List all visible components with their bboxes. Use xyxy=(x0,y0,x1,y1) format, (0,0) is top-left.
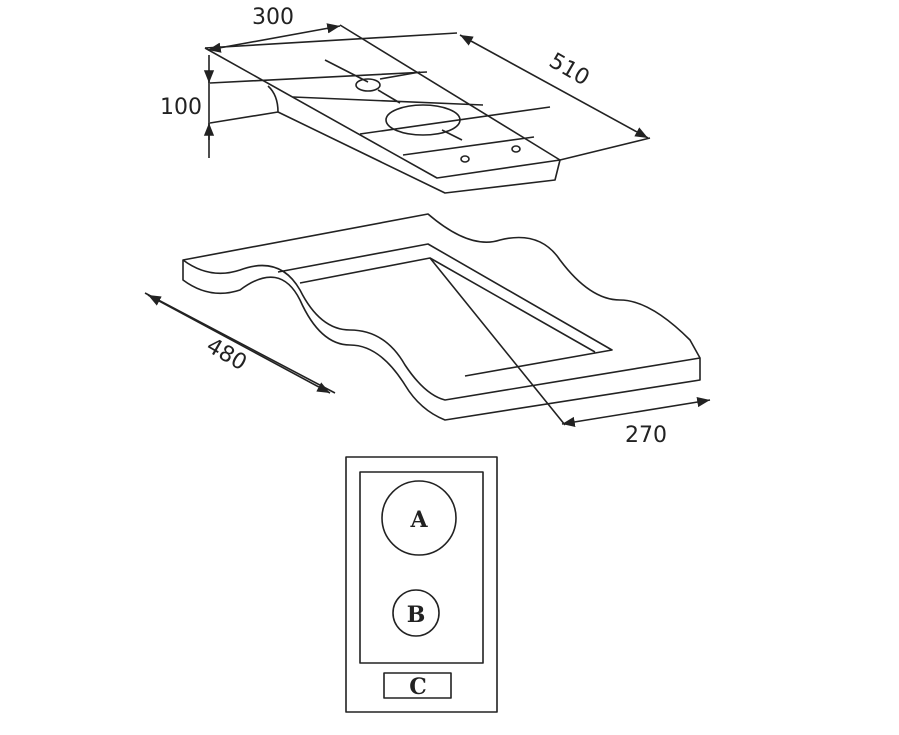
extension-line xyxy=(204,32,458,49)
dim-label-300: 300 xyxy=(252,5,294,30)
glass-panel xyxy=(359,471,484,664)
extension-lines xyxy=(144,257,566,426)
zone-b xyxy=(392,589,440,637)
knob-dot xyxy=(511,145,521,153)
dim-line-480 xyxy=(147,294,331,394)
zone-b-label: B xyxy=(407,602,426,628)
hob-glass-outline xyxy=(204,24,561,179)
zone-a xyxy=(381,480,457,556)
control-panel xyxy=(383,672,452,699)
countertop-top-edge xyxy=(182,259,701,401)
knob-dot xyxy=(460,155,470,163)
dim-label-270: 270 xyxy=(625,423,667,448)
hob-isometric: 300 100 510 xyxy=(160,5,651,194)
cutout-opening xyxy=(277,243,613,377)
large-burner xyxy=(385,104,461,136)
dim-line-300 xyxy=(207,23,341,53)
countertop-cutout: 480 270 xyxy=(144,213,711,448)
dim-label-100: 100 xyxy=(160,95,202,120)
hob-body xyxy=(267,85,561,194)
countertop-outline xyxy=(182,213,701,421)
hob-top-view: A B C xyxy=(345,456,498,713)
dim-line-270 xyxy=(561,396,711,428)
hob-frame xyxy=(345,456,498,713)
hob-panel-lines-2 xyxy=(324,59,463,141)
dim-label-480: 480 xyxy=(202,333,251,376)
small-burner xyxy=(355,78,381,92)
hob-panel-lines xyxy=(209,71,551,156)
dim-line-510 xyxy=(459,34,649,139)
zone-a-label: A xyxy=(409,507,428,533)
control-label: C xyxy=(409,674,427,700)
extension-line xyxy=(559,137,651,161)
